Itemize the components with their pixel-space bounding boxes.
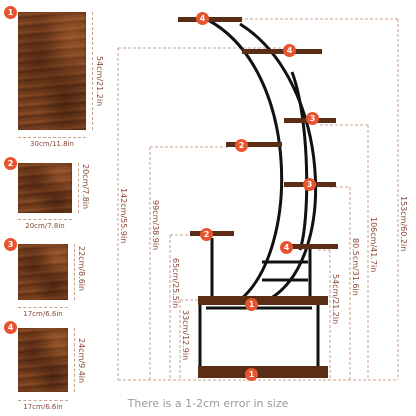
shelf-badge-5: 3 xyxy=(303,178,316,191)
shelf-2 xyxy=(242,49,322,54)
wood-panel-3 xyxy=(18,244,68,300)
panel-2-width-line xyxy=(18,219,72,220)
shelf-8 xyxy=(198,296,328,305)
shelf-badge-2: 4 xyxy=(283,44,296,57)
error-caption: There is a 1-2cm error in size xyxy=(127,397,289,410)
shelf-badge-top: 4 xyxy=(196,12,209,25)
panel-3-width-line xyxy=(18,307,68,308)
panel-badge-3: 3 xyxy=(4,238,17,251)
panel-2-width-label: 20cm/7.8in xyxy=(25,222,65,230)
panel-2-height-line xyxy=(78,163,79,213)
panel-1-width-label: 30cm/11.8in xyxy=(30,140,74,148)
panel-3-width-label: 17cm/6.6in xyxy=(23,310,63,318)
frame-arc-outer xyxy=(239,22,318,302)
panel-4-width-line xyxy=(18,400,68,401)
panel-badge-2: 2 xyxy=(4,157,17,170)
shelf-4 xyxy=(226,142,282,147)
shelf-badge-4: 2 xyxy=(235,139,248,152)
panel-4-width-label: 17cm/6.6in xyxy=(23,403,63,411)
panel-badge-4: 4 xyxy=(4,321,17,334)
panel-1-width-line xyxy=(18,137,86,138)
dim-65-label: 65cm/25.5in xyxy=(171,258,180,309)
frame-arc-inner xyxy=(207,18,284,302)
dim-33-label: 33cm/12.9in xyxy=(181,310,190,361)
panel-3-height-line xyxy=(74,244,75,300)
shelf-badge-7: 4 xyxy=(280,241,293,254)
wood-panel-2 xyxy=(18,163,72,213)
dim-106-label: 106cm/41.7in xyxy=(369,217,378,273)
dim-153-label: 153cm/60.2in xyxy=(399,196,408,252)
shelf-base xyxy=(198,366,328,378)
dim-80-label: 80.5cm/31.6in xyxy=(351,238,360,296)
dim-142-label: 142cm/55.9in xyxy=(119,188,128,244)
shelf-7 xyxy=(286,244,338,249)
shelf-top xyxy=(178,17,242,22)
panel-4-height-line xyxy=(74,328,75,392)
shelf-badge-8: 1 xyxy=(245,298,258,311)
dim-54-label: 54cm/21.2in xyxy=(331,274,340,325)
metal-frame xyxy=(198,18,320,378)
wood-panel-4 xyxy=(18,328,68,392)
shelf-badge-3: 3 xyxy=(306,112,319,125)
dim-99-label: 99cm/38.9in xyxy=(151,200,160,251)
panel-badge-1: 1 xyxy=(4,6,17,19)
shelf-badge-6: 2 xyxy=(200,228,213,241)
wood-panel-1 xyxy=(18,12,86,130)
frame-arc-back xyxy=(290,71,309,251)
shelf-badge-base: 1 xyxy=(245,368,258,381)
panel-1-height-line xyxy=(92,12,93,130)
dimension-lines xyxy=(117,18,399,381)
